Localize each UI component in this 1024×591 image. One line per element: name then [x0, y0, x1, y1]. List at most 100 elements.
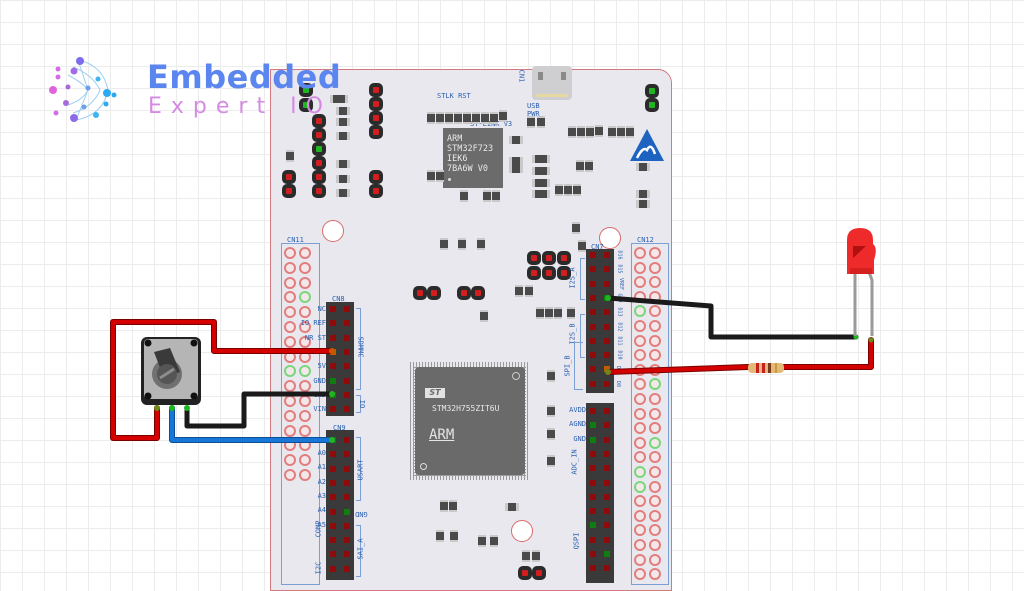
cn9-pin[interactable] — [344, 494, 350, 501]
cn12-hole[interactable] — [634, 553, 646, 566]
cn12-hole[interactable] — [649, 524, 661, 537]
resistor-led-wire[interactable] — [782, 338, 873, 369]
cn11-hole[interactable] — [299, 454, 311, 467]
cn10-pin[interactable] — [604, 508, 610, 515]
cn12-hole[interactable] — [634, 334, 646, 347]
cn12-hole[interactable] — [634, 436, 646, 449]
cn11-hole[interactable] — [299, 247, 311, 259]
cn7-pin[interactable] — [590, 309, 596, 316]
cn8-pin[interactable] — [344, 406, 350, 413]
cn8-pin[interactable] — [344, 334, 350, 341]
cn12-hole[interactable] — [649, 407, 661, 420]
cn11-hole[interactable] — [284, 306, 296, 319]
cn12-hole[interactable] — [649, 261, 661, 274]
cn11-hole[interactable] — [284, 261, 296, 274]
cn12-hole[interactable] — [649, 451, 661, 464]
cn12-hole[interactable] — [634, 349, 646, 362]
cn10-pin[interactable] — [590, 422, 596, 429]
cn12-hole[interactable] — [634, 466, 646, 478]
cn12-hole[interactable] — [649, 305, 661, 318]
cn8-pin[interactable] — [344, 391, 350, 398]
cn7-pin[interactable] — [604, 266, 610, 273]
cn7-pin[interactable] — [604, 280, 610, 287]
cn10-pin[interactable] — [590, 508, 596, 515]
cn11-hole[interactable] — [284, 335, 296, 348]
cn9-pin[interactable] — [330, 565, 336, 572]
cn7-pin[interactable] — [604, 380, 610, 387]
cn12-hole[interactable] — [634, 261, 646, 274]
cn12-hole[interactable] — [634, 247, 646, 259]
cn12-hole[interactable] — [649, 480, 661, 493]
cn10-pin[interactable] — [590, 536, 596, 543]
cn8-pin[interactable] — [344, 348, 350, 355]
cn11-hole[interactable] — [299, 335, 311, 348]
cn11-hole[interactable] — [284, 469, 296, 481]
cn9-pin[interactable] — [330, 522, 336, 529]
cn9-pin[interactable] — [344, 437, 350, 443]
cn10-pin[interactable] — [590, 565, 596, 572]
cn7-pin[interactable] — [590, 380, 596, 387]
cn12-hole[interactable] — [649, 436, 661, 449]
cn7-pin[interactable] — [604, 352, 610, 359]
cn9-pin[interactable] — [330, 508, 336, 515]
cn10-pin[interactable] — [590, 408, 596, 414]
cn12-hole[interactable] — [634, 276, 646, 289]
pot-wiper-wire[interactable] — [170, 406, 334, 442]
cn12-hole[interactable] — [634, 393, 646, 405]
cn10-pin[interactable] — [604, 479, 610, 486]
cn11-hole[interactable] — [299, 261, 311, 274]
cn10-pin[interactable] — [604, 536, 610, 543]
cn12-hole[interactable] — [649, 276, 661, 289]
cn11-hole[interactable] — [299, 306, 311, 319]
cn11-hole[interactable] — [299, 321, 311, 333]
cn12-hole[interactable] — [649, 422, 661, 435]
cn10-pin[interactable] — [604, 551, 610, 557]
cn8-pin[interactable] — [330, 406, 336, 413]
cn11-hole[interactable] — [284, 424, 296, 437]
pot-vcc-wire[interactable] — [111, 320, 334, 440]
cn9-pin[interactable] — [344, 508, 350, 515]
cn12-hole[interactable] — [649, 393, 661, 405]
cn11-hole[interactable] — [284, 454, 296, 467]
cn7-pin[interactable] — [604, 337, 610, 344]
cn8-pin[interactable] — [344, 363, 350, 370]
cn8-pin[interactable] — [330, 334, 336, 341]
cn11-hole[interactable] — [284, 365, 296, 378]
cn11-hole[interactable] — [284, 247, 296, 259]
cn9-pin[interactable] — [330, 494, 336, 501]
cn7-pin[interactable] — [604, 323, 610, 330]
cn10-pin[interactable] — [590, 522, 596, 529]
cn10-pin[interactable] — [604, 493, 610, 500]
cn7-pin[interactable] — [590, 366, 596, 373]
cn7-pin[interactable] — [604, 309, 610, 316]
usb-connector[interactable] — [532, 66, 572, 100]
cn10-pin[interactable] — [604, 465, 610, 472]
cn10-pin[interactable] — [604, 522, 610, 529]
cn12-hole[interactable] — [634, 451, 646, 464]
cn11-hole[interactable] — [284, 291, 296, 304]
cn10-pin[interactable] — [590, 450, 596, 457]
cn10-pin[interactable] — [590, 493, 596, 500]
cn12-hole[interactable] — [649, 495, 661, 508]
cn9-pin[interactable] — [344, 522, 350, 529]
cn12-hole[interactable] — [634, 378, 646, 391]
cn11-hole[interactable] — [299, 291, 311, 304]
cn10-pin[interactable] — [590, 551, 596, 557]
cn8-pin[interactable] — [344, 377, 350, 384]
cn12-hole[interactable] — [649, 320, 661, 332]
cn7-pin[interactable] — [590, 337, 596, 344]
cn12-hole[interactable] — [649, 553, 661, 566]
led-gnd-wire[interactable] — [605, 295, 859, 340]
cn10-pin[interactable] — [604, 565, 610, 572]
cn10-pin[interactable] — [604, 436, 610, 443]
cn12-hole[interactable] — [634, 422, 646, 435]
cn12-hole[interactable] — [649, 539, 661, 551]
cn9-pin[interactable] — [344, 565, 350, 572]
cn7-pin[interactable] — [590, 280, 596, 287]
cn12-hole[interactable] — [634, 524, 646, 537]
cn11-hole[interactable] — [284, 276, 296, 289]
cn8-pin[interactable] — [344, 306, 350, 312]
cn12-hole[interactable] — [649, 378, 661, 391]
cn8-pin[interactable] — [344, 320, 350, 327]
cn10-pin[interactable] — [604, 450, 610, 457]
